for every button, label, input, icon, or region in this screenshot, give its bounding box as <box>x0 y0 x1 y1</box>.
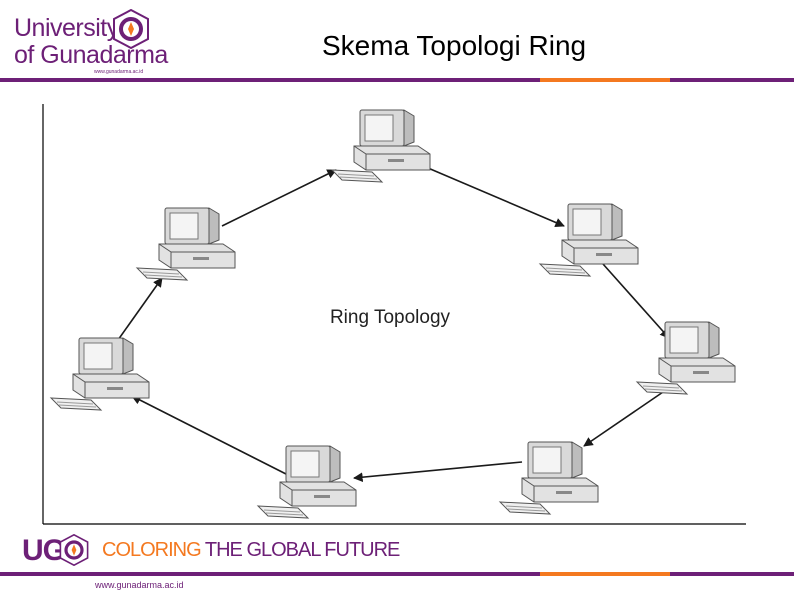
footer-brand: UG COLORING THE GLOBAL FUTURE <box>22 530 442 570</box>
ring-link <box>583 389 667 447</box>
footer-website: www.gunadarma.ac.id <box>95 580 184 590</box>
ring-link <box>117 277 163 341</box>
computer-icon <box>50 337 150 411</box>
logo-line-1: University <box>14 14 119 42</box>
diagram-label: Ring Topology <box>330 307 451 328</box>
ring-link <box>602 263 670 339</box>
computer-icon <box>636 321 736 395</box>
ring-topology-diagram: Ring Topology <box>42 104 746 525</box>
university-seal-icon <box>113 9 149 49</box>
ring-link <box>427 167 565 228</box>
computer-icon <box>331 109 431 183</box>
tagline-rest: THE GLOBAL FUTURE <box>200 539 401 561</box>
ring-link <box>221 169 337 227</box>
tagline-coloring: COLORING <box>102 539 202 561</box>
computer-icon <box>257 445 357 519</box>
university-logo: University of Gunadarma www.gunadarma.ac… <box>8 6 178 80</box>
slide-title: Skema Topologi Ring <box>322 30 587 61</box>
ring-link <box>353 461 523 482</box>
footer-divider <box>0 572 794 576</box>
brand-ug: UG <box>22 534 66 567</box>
logo-line-2: of Gunadarma <box>14 41 168 69</box>
computer-icon <box>539 203 639 277</box>
footer-seal-icon <box>59 534 89 566</box>
computer-icon <box>499 441 599 515</box>
header-divider <box>0 78 794 82</box>
footer-tagline: COLORING THE GLOBAL FUTURE <box>102 539 401 561</box>
computer-icon <box>136 207 236 281</box>
ring-link <box>131 395 287 475</box>
logo-website: www.gunadarma.ac.id <box>94 69 144 75</box>
